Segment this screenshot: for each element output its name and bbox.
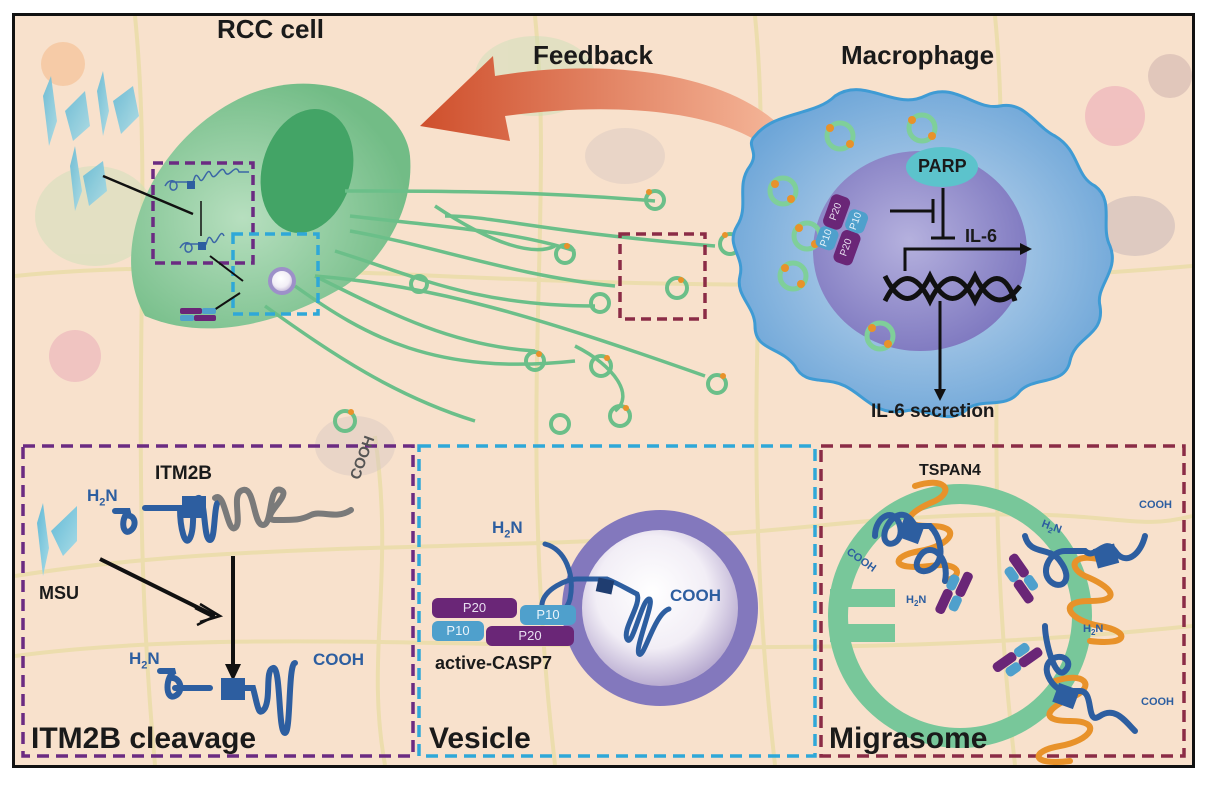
n-terminus-label: H2N — [492, 518, 523, 541]
casp7-p20: P20 — [432, 598, 517, 618]
panel-title-migrasome: Migrasome — [829, 722, 988, 755]
c-terminus-label: COOH — [1139, 499, 1172, 511]
msu-arrow-top — [102, 174, 194, 216]
itm2b-mini-tm — [187, 181, 195, 189]
il6-transcription-arrow — [903, 247, 1020, 271]
rcc-cell-label: RCC cell — [217, 14, 324, 44]
feedback-arrow — [420, 56, 785, 146]
migrasome-dots — [333, 189, 794, 435]
itm2b-cleaved — [157, 660, 298, 737]
inset-itm2b-box — [151, 161, 255, 265]
panel-title-itm2b-cleavage: ITM2B cleavage — [31, 722, 257, 755]
il6-secretion-label: IL-6 secretion — [871, 401, 995, 422]
figure-frame: RCC cell Feedback Macrophage PARP IL-6 I… — [12, 13, 1195, 768]
tspan4-label: TSPAN4 — [919, 462, 981, 479]
panel-migrasome-border — [819, 444, 1186, 758]
casp7-p10: P10 — [432, 621, 484, 641]
n-terminus-label: H2N — [1083, 623, 1104, 638]
migrasome-dot-proteins — [348, 189, 728, 415]
vesicle-lumen — [582, 530, 738, 686]
itm2b-mini-cleaved — [179, 232, 225, 253]
panel-vesicle-border — [417, 444, 817, 758]
casp7-p20: P20 — [486, 626, 574, 646]
parp-label: PARP — [918, 156, 967, 176]
n-terminus-label: H2N — [87, 486, 118, 509]
itm2b-label: ITM2B — [155, 463, 212, 484]
inset-migrasome-box — [618, 232, 707, 321]
panel-title-vesicle: Vesicle — [429, 722, 531, 755]
migrasome-ring — [828, 484, 1092, 748]
active-casp7-label: active-CASP7 — [435, 653, 553, 673]
diagram-canvas — [15, 16, 1192, 765]
migrasome-stalk-bottom — [830, 624, 895, 642]
dna-helix — [882, 270, 1022, 307]
il6-label: IL-6 — [965, 226, 998, 246]
migrasome-itm2b-tm-2 — [1092, 543, 1120, 569]
itm2b-tm-domain — [182, 496, 206, 518]
migrasome-itm2b-tm-3 — [1052, 682, 1080, 710]
n-terminus-label: H2N — [906, 594, 927, 609]
mini-casp7 — [180, 308, 216, 321]
macrophage-label: Macrophage — [841, 40, 995, 70]
itm2b-mini-full — [164, 168, 249, 191]
msu-to-cleavage-arrow — [99, 557, 216, 618]
migrasome-stalk-top — [830, 589, 895, 607]
vesicle-itm2b-tm — [595, 577, 615, 595]
c-terminus-label: COOH — [1141, 696, 1174, 708]
mini-vesicle — [268, 267, 296, 295]
rcc-nucleus — [260, 109, 354, 233]
msu-crystal-panel — [37, 503, 77, 576]
msu-label: MSU — [39, 583, 79, 603]
msu-crystals — [43, 71, 139, 211]
feedback-label: Feedback — [533, 40, 653, 70]
casp7-p10: P10 — [520, 605, 576, 625]
itm2b-cleaved-tm — [221, 678, 245, 700]
migrasome-itm2b-tm-1 — [897, 517, 925, 545]
itm2b-full-gray — [212, 486, 354, 532]
panel-itm2b-border — [21, 444, 415, 758]
n-terminus-label: H2N — [129, 649, 160, 672]
c-terminus-label: COOH — [313, 650, 364, 669]
c-terminus-label: COOH — [670, 586, 721, 605]
parp-ellipse — [906, 147, 978, 187]
migrasome-casp7 — [935, 553, 1043, 677]
